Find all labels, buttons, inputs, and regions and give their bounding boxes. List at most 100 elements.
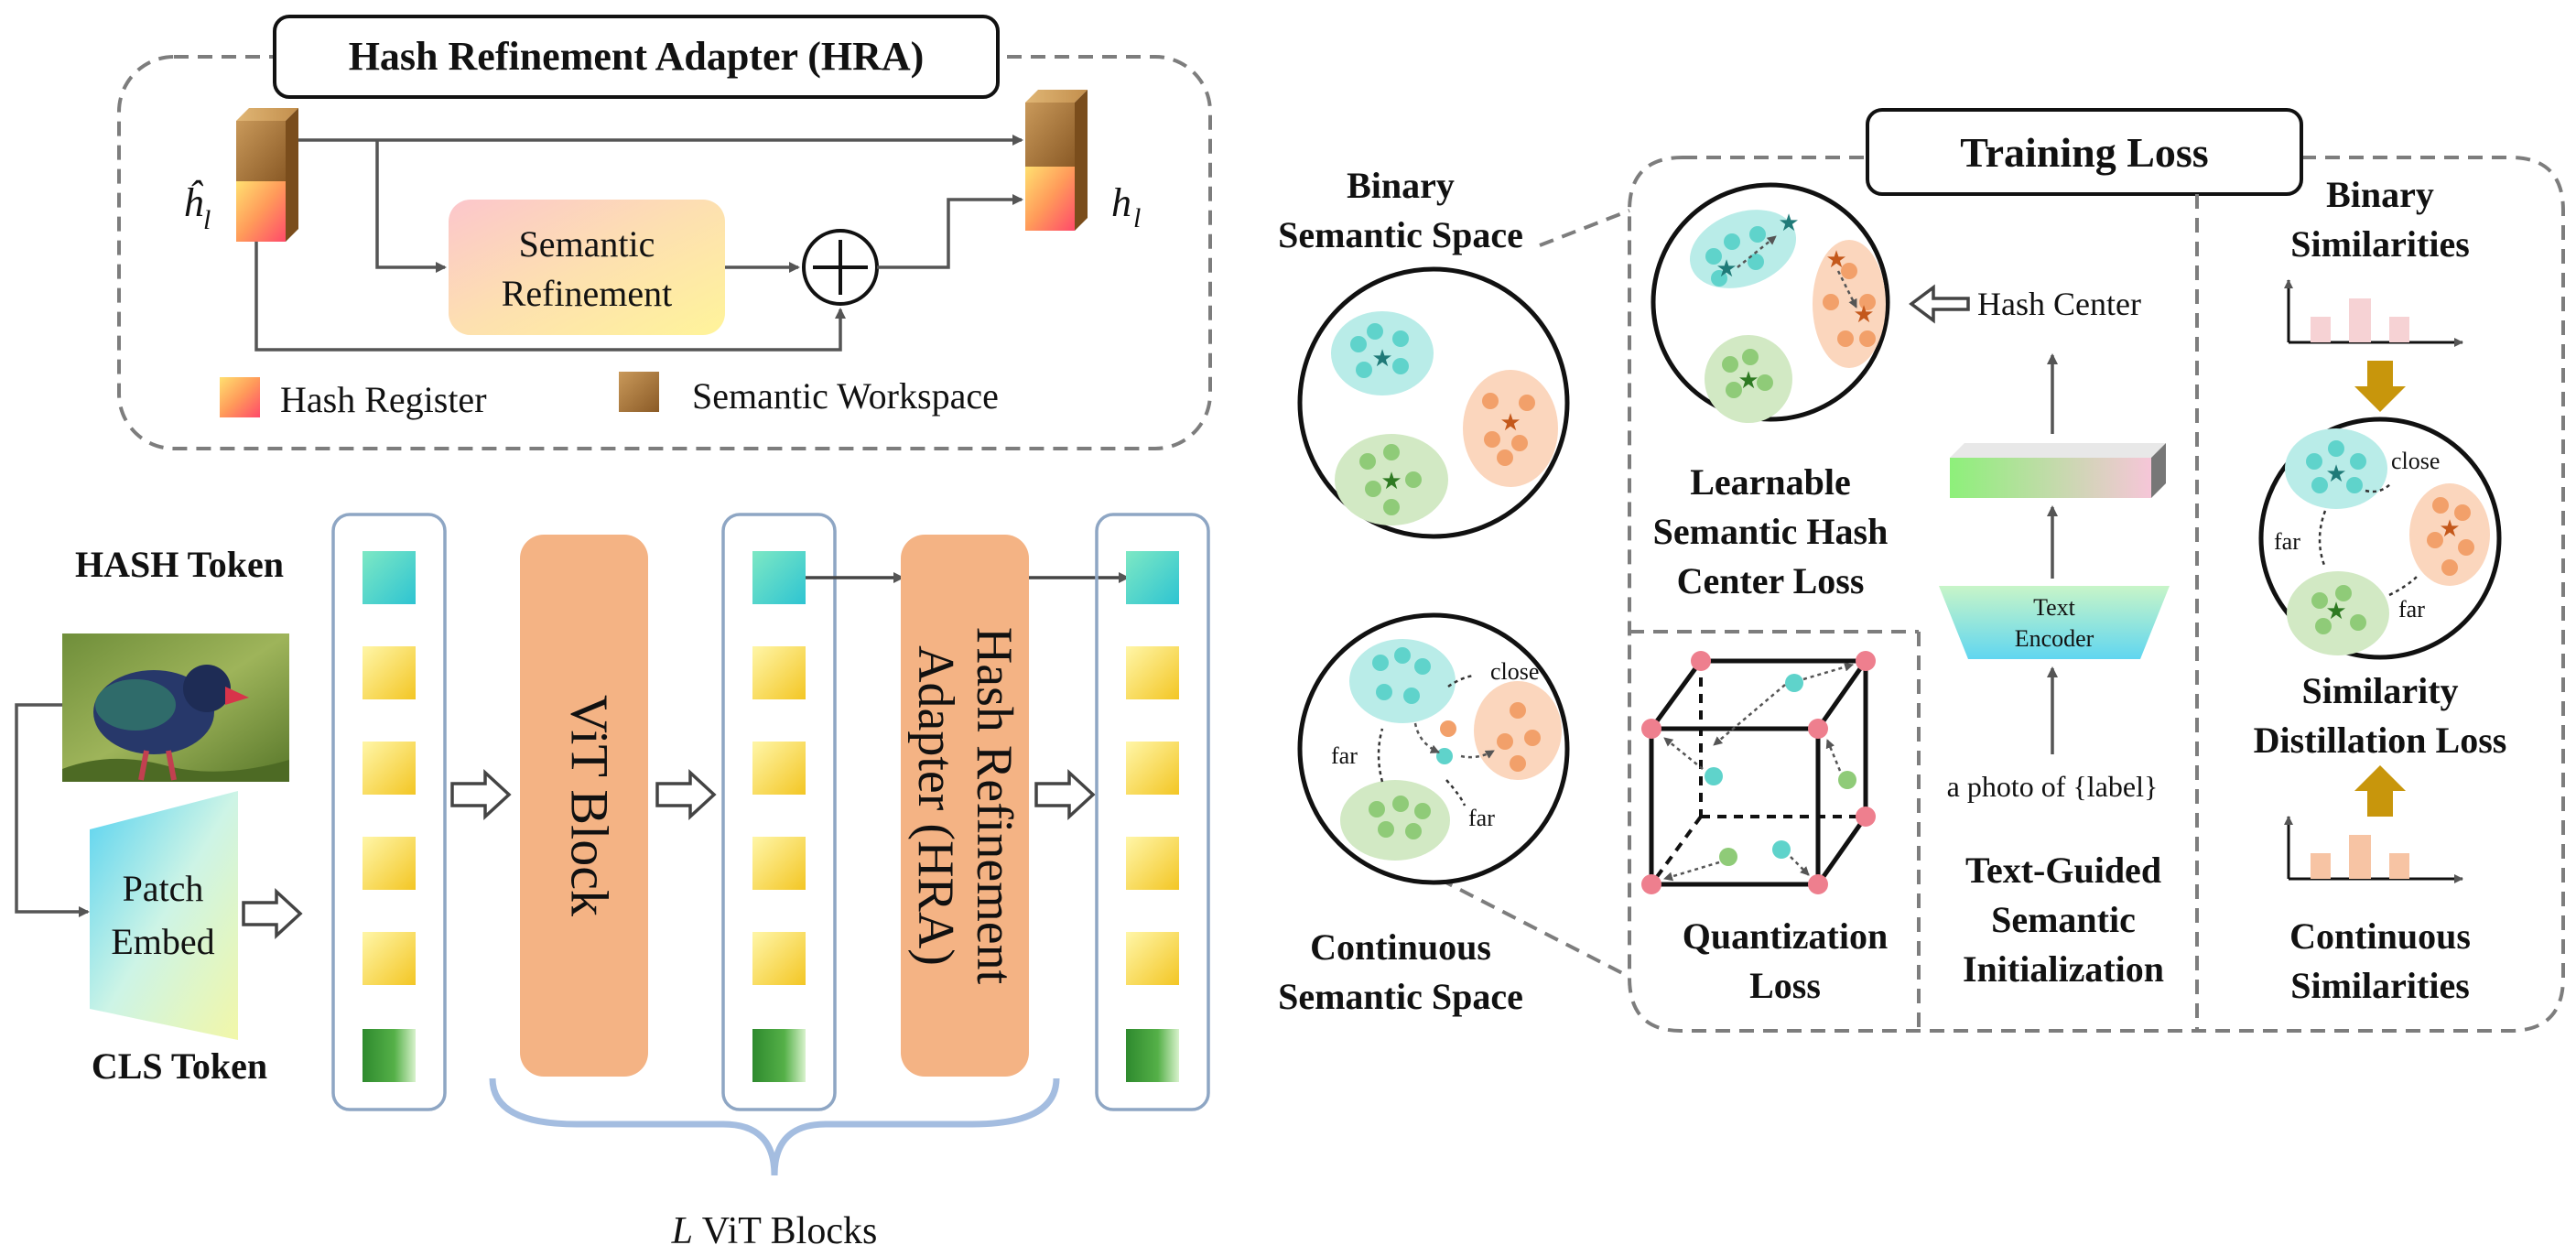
hra-block-line1: Hash Refinement — [966, 627, 1023, 985]
gold-up-arrow — [2354, 765, 2406, 817]
patch-token — [363, 932, 416, 985]
vit-block — [520, 535, 648, 1077]
hash-token — [363, 551, 416, 604]
hra-output-label: h — [1111, 180, 1131, 225]
cls-token-label: CLS Token — [92, 1045, 267, 1087]
semantic-refinement-line2: Refinement — [502, 273, 673, 314]
legend-hash-register: Hash Register — [280, 379, 487, 420]
patch-token — [752, 837, 806, 890]
binary-space-circle: ★ ★ ★ — [1297, 266, 1570, 539]
hash-center-hollow-arrow — [1909, 284, 1970, 324]
svg-text:★: ★ — [1853, 301, 1874, 328]
zoom-line-bottom — [1438, 877, 1629, 978]
prompt-text: a photo of {label} — [1947, 770, 2159, 803]
continuous-space-line1: Continuous — [1310, 926, 1491, 968]
hash-token — [1126, 551, 1179, 604]
brace-label: L ViT Blocks — [671, 1210, 878, 1252]
hra-panel: Hash Refinement Adapter (HRA) ĥ l h l Se… — [117, 15, 1212, 450]
cls-token — [1126, 1029, 1179, 1082]
patch-token — [1126, 646, 1179, 699]
svg-text:★: ★ — [1380, 468, 1402, 494]
continuous-space-circle — [1297, 612, 1570, 885]
hollow-arrow-3 — [655, 769, 717, 820]
far-label-continuous-right: far — [1468, 805, 1495, 831]
hra-block-line2: Adapter (HRA) — [907, 645, 964, 966]
text-encoder-box — [1939, 586, 2170, 659]
patch-token — [1126, 742, 1179, 795]
svg-text:★: ★ — [2325, 598, 2346, 624]
hash-center-bar — [1950, 443, 2166, 498]
patch-embed-box — [90, 791, 238, 1040]
similarity-circle: ★ ★ ★ — [2258, 417, 2502, 660]
training-title-box — [1866, 108, 2303, 196]
hollow-arrow-1 — [242, 888, 303, 939]
continuous-sim-histogram — [2284, 816, 2463, 883]
text-guided-line1: Text-Guided — [1965, 850, 2161, 891]
semantic-refinement-line1: Semantic — [519, 223, 655, 265]
binary-sim-line1: Binary — [2326, 174, 2434, 215]
patch-embed-line1: Patch — [123, 868, 204, 909]
pipeline: HASH Token CLS Token Patch Embed — [15, 513, 1210, 1252]
cls-token — [752, 1029, 806, 1082]
quantization-line2: Loss — [1749, 965, 1821, 1006]
binary-sim-line2: Similarities — [2290, 223, 2470, 265]
hra-title: Hash Refinement Adapter (HRA) — [349, 34, 925, 79]
patch-token — [363, 837, 416, 890]
far-label-binary-left: far — [2274, 528, 2300, 555]
patch-token — [1126, 837, 1179, 890]
quantization-line1: Quantization — [1683, 915, 1888, 957]
text-encoder-line2: Encoder — [2015, 625, 2094, 652]
hra-input-token — [236, 108, 298, 242]
vit-block-label: ViT Block — [560, 695, 620, 916]
hra-input-label: ĥ — [183, 179, 204, 225]
close-label-continuous: close — [1490, 658, 1539, 685]
patch-embed-line2: Embed — [111, 921, 214, 962]
hash-register-swatch — [220, 377, 260, 417]
hra-title-box — [273, 15, 1000, 99]
svg-text:★: ★ — [2439, 515, 2460, 542]
patch-token — [363, 742, 416, 795]
residual-arrow — [254, 242, 846, 352]
hollow-arrow-2 — [450, 769, 512, 820]
binary-space-line1: Binary — [1347, 165, 1455, 206]
bird-photo-icon — [62, 633, 289, 782]
binary-space-line2: Semantic Space — [1278, 214, 1523, 255]
svg-text:★: ★ — [1825, 246, 1846, 273]
hra-block — [901, 535, 1029, 1077]
hra-input-sub: l — [203, 205, 211, 235]
gold-down-arrow — [2354, 361, 2406, 412]
hra-output-sub: l — [1133, 203, 1141, 233]
patch-token — [752, 646, 806, 699]
zoom-line-top — [1539, 209, 1630, 247]
cls-token — [363, 1029, 416, 1082]
training-title: Training Loss — [1960, 129, 2208, 176]
hash-center-loss-line3: Center Loss — [1677, 560, 1865, 601]
text-encoder-line1: Text — [2033, 594, 2076, 621]
semantic-workspace-swatch — [619, 372, 659, 412]
hash-center-loss-line1: Learnable — [1690, 461, 1851, 503]
patch-token — [752, 932, 806, 985]
patch-token — [752, 742, 806, 795]
patch-token — [1126, 932, 1179, 985]
continuous-space-line2: Semantic Space — [1278, 976, 1523, 1017]
svg-text:★: ★ — [2325, 460, 2346, 487]
token-column-1 — [331, 513, 447, 1111]
far-label-binary-right: far — [2398, 596, 2425, 623]
hash-center-circle: ★ ★ ★ ★ ★ — [1651, 182, 1890, 423]
l-vit-blocks-brace — [489, 1077, 1060, 1176]
svg-text:★: ★ — [1499, 409, 1521, 436]
token-column-3 — [1095, 513, 1210, 1111]
continuous-sim-line1: Continuous — [2289, 915, 2471, 957]
svg-text:★: ★ — [1778, 210, 1799, 236]
hash-token-label: HASH Token — [75, 544, 284, 585]
plus-to-output-arrow — [877, 194, 1023, 269]
training-dashed-frame — [1628, 156, 2565, 1033]
hash-center-label: Hash Center — [1977, 286, 2141, 322]
svg-text:★: ★ — [1716, 255, 1737, 282]
semantic-refinement-box — [449, 200, 725, 335]
image-to-embed-arrow — [15, 703, 90, 917]
legend-semantic-workspace: Semantic Workspace — [692, 375, 999, 417]
quantization-cube — [1641, 651, 1876, 894]
hollow-arrow-4 — [1034, 769, 1096, 820]
hra-to-refine-arrow — [375, 140, 447, 273]
